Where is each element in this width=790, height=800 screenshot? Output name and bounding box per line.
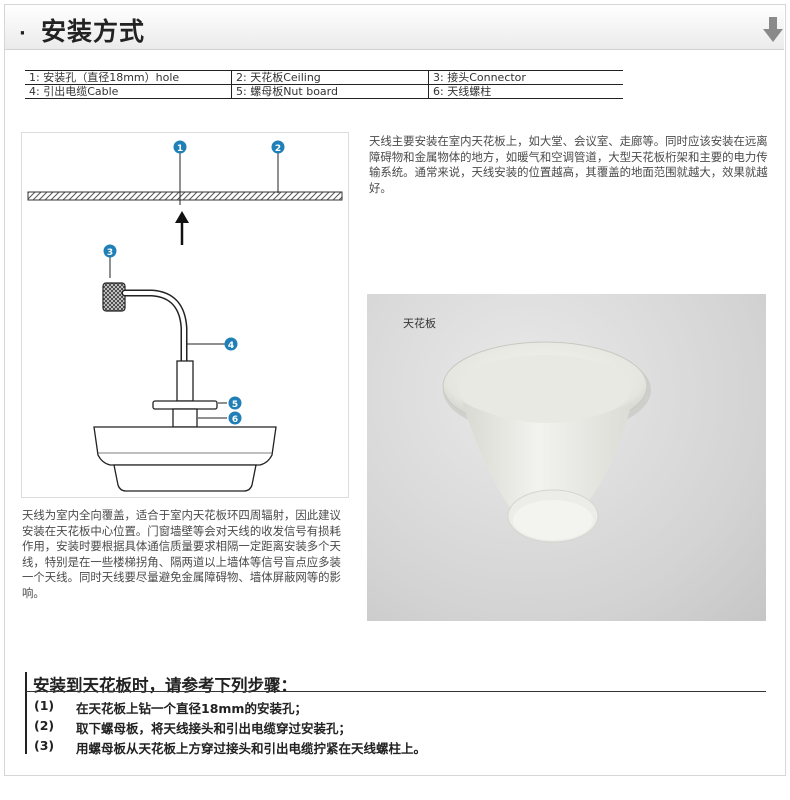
parts-legend-table: 1: 安装孔（直径18mm）hole 2: 天花板Ceiling 3: 接头Co… [25,70,623,99]
antenna-diagram-svg: 1 2 3 4 5 6 [27,140,343,492]
section-title: 安装方式 [41,17,146,46]
antenna-body [93,426,277,466]
arrow-down-icon[interactable] [762,17,784,43]
callout-5: 5 [228,396,242,410]
table-cell: 2: 天花板Ceiling [231,70,429,85]
table-cell: 4: 引出电缆Cable [25,84,232,99]
step-text: 取下螺母板，将天线接头和引出电缆穿过安装孔； [76,721,352,736]
table-row: 1: 安装孔（直径18mm）hole 2: 天花板Ceiling 3: 接头Co… [25,70,623,85]
mount-arrow-head [175,211,189,223]
steps-title: 安装到天花板时，请参考下列步骤： [33,676,297,695]
header-bullet: · [19,23,26,44]
callout-3: 3 [103,244,117,258]
photo-label: 天花板 [403,317,436,330]
nut-board [152,400,218,410]
svg-text:1: 1 [177,144,183,154]
callout-6: 6 [228,411,242,425]
svg-text:6: 6 [232,415,238,425]
table-cell: 3: 接头Connector [428,70,623,85]
step-number: (3) [34,738,55,753]
svg-text:5: 5 [232,400,238,410]
antenna-photo-svg [442,341,651,543]
callout-4: 4 [224,337,238,351]
table-cell: 1: 安装孔（直径18mm）hole [25,70,232,85]
step-text: 用螺母板从天花板上方穿过接头和引出电缆拧紧在天线螺柱上。 [76,741,427,756]
antenna-photo: 天花板 [367,294,766,621]
steps-divider [25,691,766,692]
callout-2: 2 [271,140,285,154]
steps-box [25,672,768,754]
svg-text:3: 3 [107,248,113,258]
antenna-base [113,464,257,492]
table-cell: 6: 天线螺柱 [428,84,623,99]
table-row: 4: 引出电缆Cable 5: 螺母板Nut board 6: 天线螺柱 [25,84,623,99]
step-number: (2) [34,718,55,733]
step-text: 在天花板上钻一个直径18mm的安装孔； [76,701,307,716]
coverage-paragraph: 天线为室内全向覆盖，适合于室内天花板环四周辐射，因此建议安装在天花板中心位置。门… [22,508,341,600]
intro-paragraph: 天线主要安装在室内天花板上，如大堂、会议室、走廊等。同时应该安装在远离障碍物和金… [369,134,768,195]
svg-text:4: 4 [228,341,234,351]
step-number: (1) [34,698,55,713]
ceiling-board [27,191,343,201]
callout-1: 1 [173,140,187,154]
table-cell: 5: 螺母板Nut board [231,84,429,99]
installation-diagram: 1 2 3 4 5 6 [21,132,349,498]
svg-text:2: 2 [275,144,281,154]
antenna-stud-base [172,408,198,428]
connector-shape [102,282,126,312]
section-header: · 安装方式 [5,5,784,50]
antenna-stud [176,360,194,402]
